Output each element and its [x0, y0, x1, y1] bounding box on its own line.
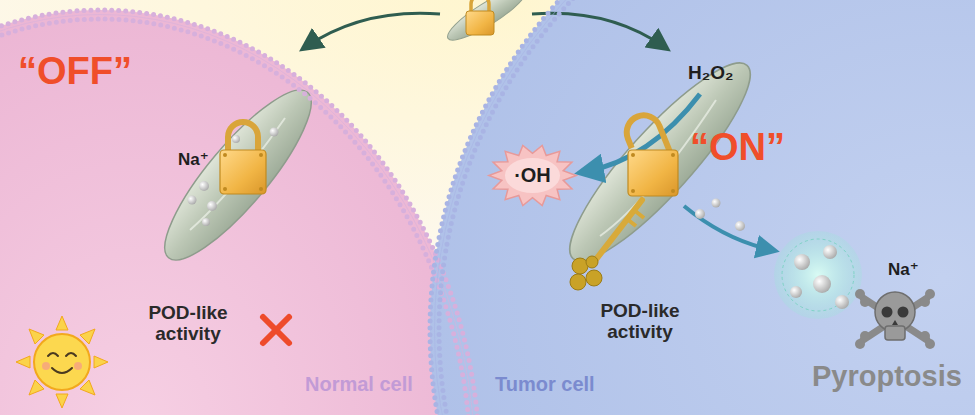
lipid-bilayer — [439, 0, 975, 415]
skull-crossbones — [855, 289, 935, 349]
skull-crossbones-part — [882, 307, 893, 318]
skull-crossbones-part — [885, 326, 905, 340]
sodium-dots-left — [188, 128, 279, 227]
sodium-dots-left-part — [199, 181, 209, 191]
sodium-release-part — [823, 245, 837, 259]
golden-key-part-part — [586, 270, 602, 286]
smiling-sun-part — [74, 362, 82, 370]
skull-crossbones-part — [898, 307, 909, 318]
nanoparticle-top — [442, 0, 532, 48]
red-cross — [263, 317, 289, 343]
split-arrows-part — [532, 13, 666, 48]
outcome-label: Pyroptosis — [812, 360, 962, 392]
sodium-release-part — [813, 275, 831, 293]
burst-core — [505, 158, 560, 193]
sodium-dots-left-part — [207, 201, 217, 211]
split-arrows — [304, 13, 666, 48]
sodium-release — [684, 199, 862, 320]
closed-lock-part — [223, 153, 227, 157]
sodium-dots-left-part — [188, 196, 197, 205]
smiling-sun-part — [52, 368, 72, 373]
smiling-sun — [16, 316, 108, 408]
golden-key-part — [627, 210, 644, 226]
lipid-bilayer — [0, 19, 471, 415]
sodium-release-part — [835, 295, 849, 309]
split-arrows-part — [304, 13, 440, 48]
nanoparticle-left-part — [146, 73, 331, 277]
sodium-release-part — [735, 221, 745, 231]
skull-crossbones-part-part — [920, 331, 930, 341]
closed-lock-part — [228, 122, 258, 152]
skull-crossbones-part-part — [860, 331, 870, 341]
state-off: “OFF” — [18, 50, 132, 93]
closed-lock-part — [220, 150, 266, 194]
open-lock-part — [628, 150, 678, 196]
skull-crossbones-part-part — [920, 297, 930, 307]
smiling-sun-part — [34, 334, 90, 390]
activity-label: POD-like activity — [578, 300, 702, 343]
sodium-release-part — [684, 206, 772, 250]
activity-label: POD-like activity — [126, 302, 250, 345]
membrane-line — [435, 0, 975, 415]
node-label: Tumor cell — [495, 373, 595, 396]
smiling-sun-part-part — [56, 394, 68, 408]
normal-cell-body — [0, 10, 480, 415]
closed-lock-part — [259, 153, 263, 157]
closed-lock-part — [259, 187, 263, 191]
sodium-release-part — [782, 239, 854, 311]
nanoparticle-top-part — [442, 0, 532, 48]
tumor-cell-body — [430, 0, 975, 415]
red-cross-part — [263, 317, 289, 343]
open-lock-part — [631, 189, 635, 193]
reactant-label: H₂O₂ — [688, 62, 733, 83]
hydroxyl-radical-burst: ·OH — [492, 148, 573, 203]
golden-key-part — [570, 256, 602, 290]
smiling-sun-part — [42, 362, 50, 370]
nanoparticle-top-part — [466, 11, 494, 35]
skull-crossbones-part — [855, 289, 935, 349]
node-label: Normal cell — [305, 373, 413, 396]
sodium-dots-left-part — [270, 128, 279, 137]
golden-key-part-part — [586, 256, 598, 268]
golden-key — [570, 200, 644, 290]
smiling-sun-part-part — [94, 356, 108, 368]
lipid-bilayer — [0, 10, 480, 415]
skull-crossbones-part-part — [860, 297, 870, 307]
golden-key-part-part — [570, 274, 586, 290]
open-lock-part — [671, 189, 675, 193]
smiling-sun-part-part — [56, 316, 68, 330]
sodium-release-part — [794, 254, 810, 270]
sodium-release-part — [695, 209, 705, 219]
closed-lock — [220, 122, 266, 194]
state-on: “ON” — [690, 126, 785, 169]
smiling-sun-part-part — [16, 356, 30, 368]
red-cross-part — [263, 317, 289, 343]
closed-lock-part — [223, 187, 227, 191]
golden-key-part-part — [572, 258, 588, 274]
skull-crossbones-part — [892, 320, 898, 325]
lipid-bilayer — [430, 0, 975, 415]
sodium-release-part — [774, 231, 862, 319]
nanoparticle-left-part — [190, 118, 285, 230]
open-lock-part — [671, 153, 675, 157]
open-lock-part — [631, 153, 635, 157]
ion-label: Na⁺ — [178, 150, 209, 169]
sodium-dots-left-part — [202, 218, 210, 226]
nanoparticle-left — [146, 73, 331, 277]
membrane-line — [0, 15, 476, 415]
burst-shape — [489, 146, 576, 206]
smiling-sun-part — [16, 316, 108, 408]
sodium-dots-left-part — [232, 135, 240, 143]
sodium-release-part — [712, 199, 721, 208]
nanoparticle-top-part — [471, 0, 489, 12]
open-lock — [622, 110, 678, 196]
smiling-sun-part — [48, 353, 76, 356]
sodium-release-part — [790, 286, 802, 298]
node-label: ·OH — [514, 164, 551, 187]
ion-label: Na⁺ — [888, 260, 919, 279]
